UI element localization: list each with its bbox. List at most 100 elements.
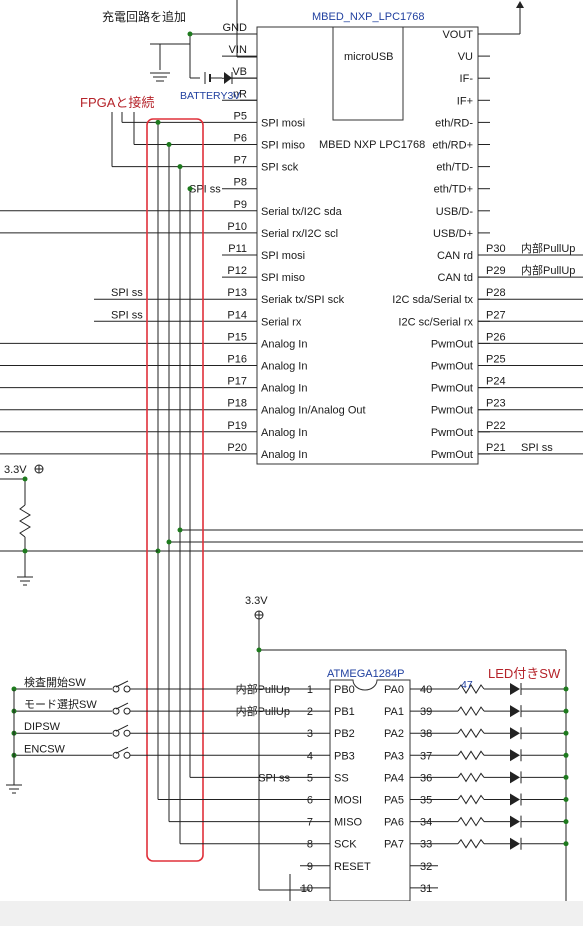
net-label-spi-ss: SPI ss (111, 309, 143, 321)
mbed-pin-function: SPI miso (261, 272, 305, 284)
atmega-pin-name: PB3 (334, 750, 355, 762)
atmega-pin-number: 1 (307, 684, 313, 696)
mbed-pin-number: P19 (227, 420, 247, 432)
junction-dot (563, 686, 569, 692)
junction-dot (563, 708, 569, 714)
resistor (457, 772, 485, 783)
resistor (457, 838, 485, 849)
mbed-pin-number: P17 (227, 376, 247, 388)
mbed-pin-function: USB/D+ (433, 228, 473, 240)
mbed-pin-number: P16 (227, 354, 247, 366)
microusb-label: microUSB (344, 51, 394, 63)
resistor (457, 816, 485, 827)
mbed-pin-function: PwmOut (431, 338, 473, 350)
vcc-label-bottom: 3.3V (245, 595, 268, 607)
atmega-pin-name: PA7 (384, 839, 404, 851)
switch-lever (115, 680, 129, 688)
led-diode-icon (510, 683, 520, 695)
resistor (457, 728, 485, 739)
atmega-chip (329, 679, 411, 901)
mbed-pin-function: IF+ (457, 95, 473, 107)
mbed-pin-function: PwmOut (431, 383, 473, 395)
led-diode-icon (510, 815, 520, 828)
switch-lever (115, 746, 129, 754)
atmega-pin-number: 38 (420, 728, 432, 740)
mbed-pin-number: P21 (486, 442, 506, 454)
mbed-pin-number: P6 (234, 133, 247, 145)
mbed-pin-number: P9 (234, 199, 247, 211)
switch-contact (112, 751, 120, 759)
mbed-pin-number: P10 (227, 221, 247, 233)
mbed-pin-function: eth/RD- (435, 117, 473, 129)
mbed-pin-number: P22 (486, 420, 506, 432)
atmega-pin-number: 3 (307, 728, 313, 740)
junction-dot (166, 142, 172, 147)
mbed-pin-number: P27 (486, 309, 506, 321)
junction-dot (187, 186, 193, 192)
mbed-pin-function: USB/D- (436, 206, 474, 218)
atmega-pin-name: PA5 (384, 795, 404, 807)
mbed-pin-function: Analog In (261, 383, 307, 395)
led-diode-icon (510, 793, 520, 806)
mbed-pin-function: PwmOut (431, 449, 473, 461)
switch-contact (123, 729, 131, 737)
mbed-pin-number: GND (223, 22, 248, 34)
atmega-pin-number: 4 (307, 750, 313, 762)
atmega-pin-number: 39 (420, 706, 432, 718)
mbed-pin-function: I2C sc/Serial rx (398, 316, 473, 328)
mbed-pin-function: PwmOut (431, 427, 473, 439)
mbed-pin-function: Serial rx/I2C scl (261, 228, 338, 240)
mbed-pin-number: P18 (227, 398, 247, 410)
mbed-pin-function: VOUT (442, 29, 473, 41)
mbed-pin-function: PwmOut (431, 361, 473, 373)
mbed-pin-number: P30 (486, 243, 506, 255)
junction-dot (563, 730, 569, 736)
junction-dot (11, 686, 17, 692)
mbed-pin-function: Seriak tx/SPI sck (261, 294, 345, 306)
mbed-pin-number: P23 (486, 398, 506, 410)
mbed-pin-number: P5 (234, 110, 247, 122)
resistor-value: 47 (461, 679, 473, 691)
mbed-pin-function: Analog In (261, 338, 307, 350)
atmega-pin-number: 40 (420, 684, 432, 696)
mbed-pin-function: SPI mosi (261, 250, 305, 262)
mbed-pin-function: Serial tx/I2C sda (261, 206, 343, 218)
switch-label: 検査開始SW (24, 675, 86, 689)
atmega-pin-name: PA0 (384, 684, 404, 696)
mbed-pin-number: P25 (486, 354, 506, 366)
mbed-pin-number: P20 (227, 442, 247, 454)
mbed-pin-function: Analog In (261, 361, 307, 373)
led-diode-icon (510, 705, 520, 718)
note-fpga-connect: FPGAと接続 (80, 95, 154, 110)
switch-contact (123, 707, 131, 715)
note-led-switch: LED付きSW (488, 666, 561, 681)
mbed-right-pins: VOUTVUIF-IF+eth/RD-eth/RD+eth/TD-eth/TD+… (392, 29, 583, 461)
mbed-pin-function: Analog In (261, 449, 307, 461)
resistor (457, 750, 485, 761)
atmega-pin-name: PA2 (384, 728, 404, 740)
circuit-schematic: 充電回路を追加 FPGAと接続 LED付きSW MBED_NXP_LPC1768… (0, 0, 583, 901)
led-diode-icon (510, 727, 520, 740)
vcc-label-left: 3.3V (4, 464, 27, 476)
mbed-pin-number: VB (232, 66, 247, 78)
junction-dot (563, 752, 569, 758)
net-label-pullup: 内部PullUp (521, 263, 575, 277)
mbed-pin-function: CAN td (438, 272, 473, 284)
atmega-pin-name: PA3 (384, 750, 404, 762)
atmega-pin-number: 6 (307, 795, 313, 807)
switch-lever (115, 702, 129, 710)
junction-dot (166, 539, 172, 545)
atmega-pin-name: PB2 (334, 728, 355, 740)
mbed-pin-function: Analog In (261, 427, 307, 439)
mbed-pin-function: Analog In/Analog Out (261, 405, 366, 417)
mbed-pin-number: P7 (234, 155, 247, 167)
mbed-pin-number: P12 (227, 265, 247, 277)
switch-contact (123, 685, 131, 693)
atmega-pin-name: MISO (334, 817, 363, 829)
mbed-title: MBED_NXP_LPC1768 (312, 11, 425, 23)
atmega-pin-name: PB1 (334, 706, 355, 718)
note-charge-circuit: 充電回路を追加 (102, 9, 186, 24)
led-diode-icon (510, 749, 520, 762)
mbed-pin-number: P28 (486, 287, 506, 299)
